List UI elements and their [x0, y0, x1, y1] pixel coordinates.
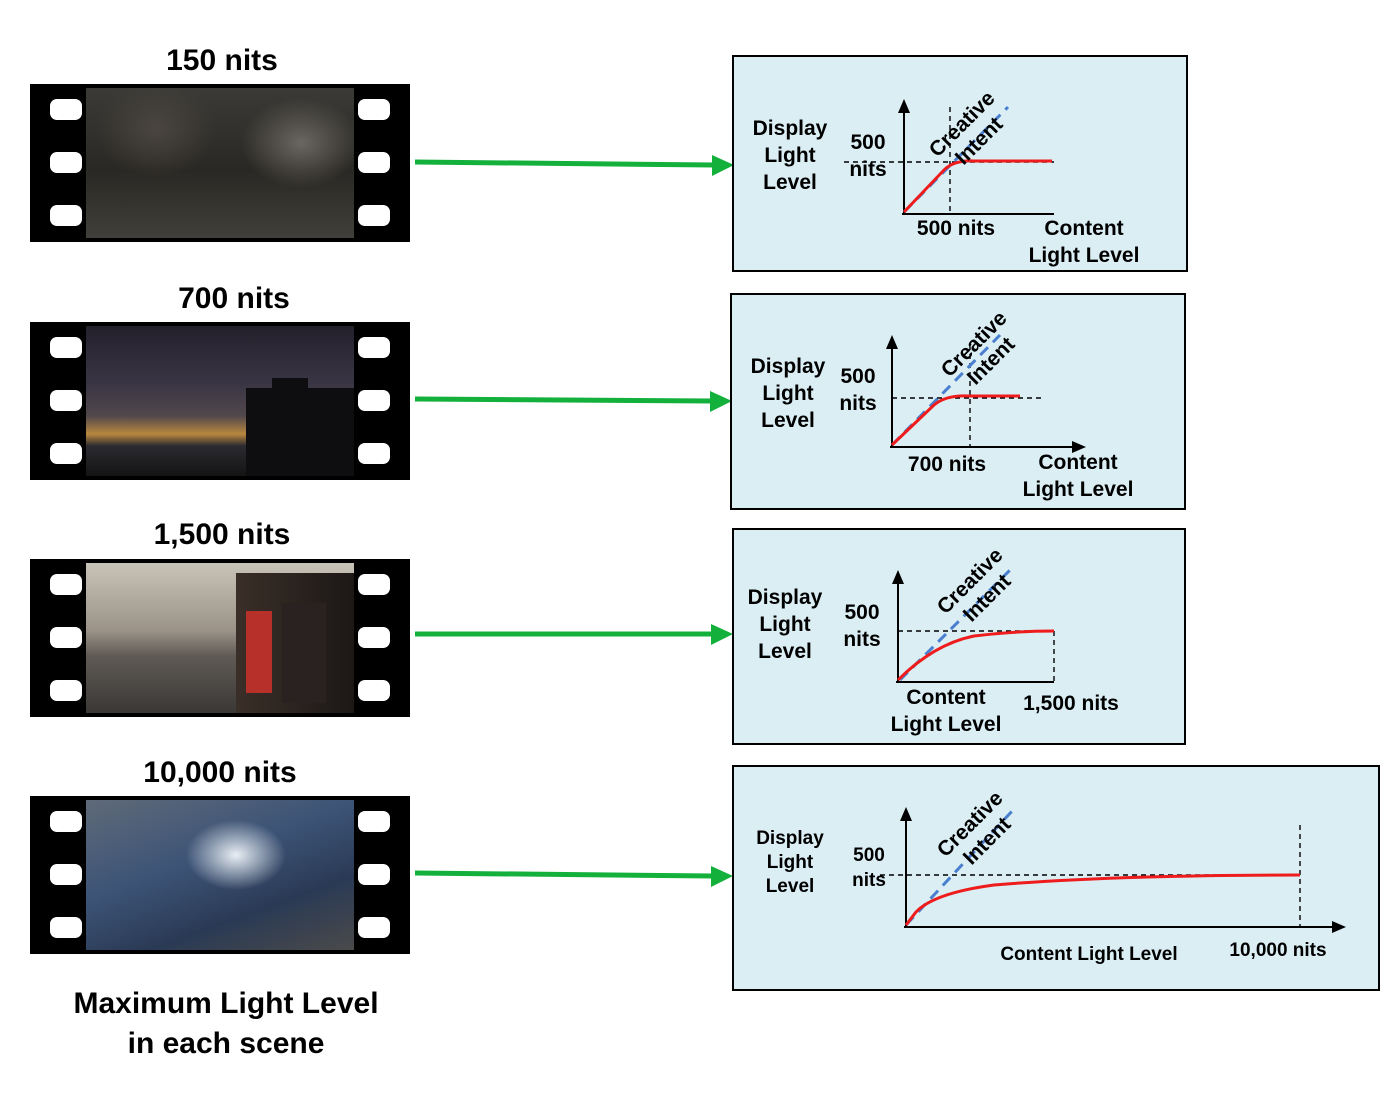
- scene-image-skyscrapers: [86, 800, 354, 950]
- x-axis-label: Content Light Level: [1000, 944, 1178, 965]
- filmstrip-scene-4: [30, 796, 410, 954]
- scene-label-10000: 10,000 nits: [143, 756, 297, 789]
- filmstrip-scene-3: [30, 559, 410, 717]
- knee-label: 500 nits: [916, 217, 996, 240]
- peak-label: 10,000 nits: [1229, 940, 1327, 961]
- footer-caption: Maximum Light Level in each scene: [73, 987, 379, 1060]
- scene-label-700: 700 nits: [178, 282, 290, 315]
- tone-map-graph-4: [880, 807, 1346, 933]
- tone-map-graph-2: [886, 333, 1086, 453]
- tone-map-graph-1: [844, 99, 1054, 215]
- scene-image-street: [86, 563, 354, 713]
- filmstrip-scene-2: [30, 322, 410, 480]
- scene-image-soldiers: [86, 88, 354, 238]
- filmstrip-scene-1: [30, 84, 410, 242]
- tone-map-graph-3: [892, 568, 1055, 683]
- scene-image-dusk-house: [86, 326, 354, 476]
- scene-label-150: 150 nits: [166, 44, 278, 77]
- knee-label: 700 nits: [907, 453, 987, 476]
- scene-label-1500: 1,500 nits: [153, 518, 291, 551]
- peak-label: 1,500 nits: [1023, 692, 1119, 715]
